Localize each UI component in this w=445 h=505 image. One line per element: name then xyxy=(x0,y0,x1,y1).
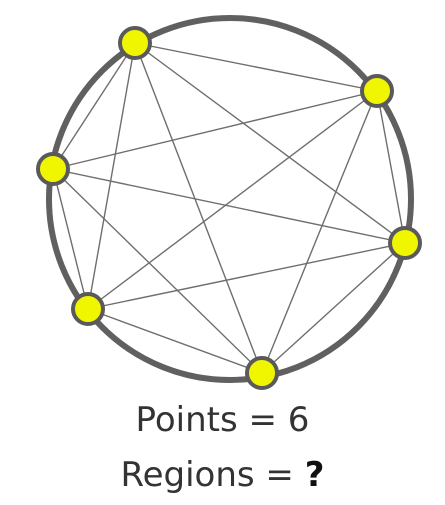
point-4 xyxy=(388,226,422,260)
chord-3-6 xyxy=(52,168,263,374)
points-caption: Points = 6 xyxy=(0,400,445,440)
chord-1-3 xyxy=(52,42,136,170)
point-2 xyxy=(360,74,394,108)
point-1 xyxy=(118,26,152,60)
chord-2-6 xyxy=(261,90,378,374)
point-3 xyxy=(36,152,70,186)
points-value: 6 xyxy=(287,400,310,440)
chords-group xyxy=(52,42,406,374)
chord-2-5 xyxy=(87,90,378,310)
regions-label: Regions = xyxy=(120,455,305,495)
chord-1-6 xyxy=(134,42,263,374)
circle-diagram xyxy=(36,15,422,390)
chord-1-2 xyxy=(134,42,378,92)
points-group xyxy=(36,26,422,390)
chord-4-6 xyxy=(261,242,406,374)
point-6 xyxy=(245,356,279,390)
chord-2-4 xyxy=(376,90,406,244)
chord-5-6 xyxy=(87,308,263,374)
chord-1-4 xyxy=(134,42,406,244)
chord-1-5 xyxy=(87,42,136,310)
chord-2-3 xyxy=(52,90,378,170)
outer-circle xyxy=(46,15,414,383)
chord-3-5 xyxy=(52,168,89,310)
regions-caption: Regions = ? xyxy=(0,455,445,495)
regions-value: ? xyxy=(304,455,325,495)
chord-3-4 xyxy=(52,168,406,244)
points-label: Points = xyxy=(135,400,288,440)
point-5 xyxy=(71,292,105,326)
chord-4-5 xyxy=(87,242,406,310)
